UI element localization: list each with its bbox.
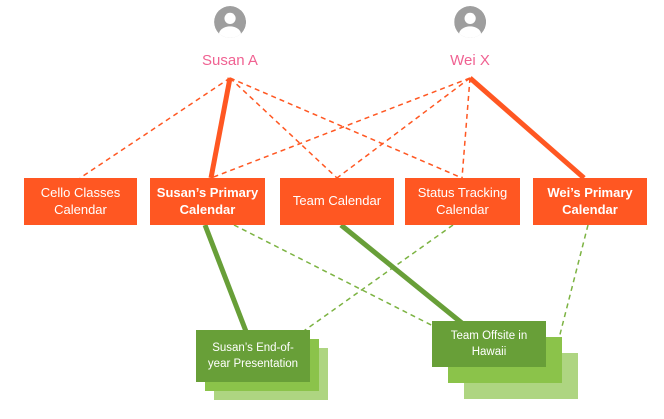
user-name: Wei X (450, 52, 490, 69)
edge-wei-to-susan_primary_t (210, 77, 471, 179)
edge-susan_primary_b-to-susan_event_t (202, 224, 250, 335)
person-avatar-icon (453, 6, 486, 38)
edge-susan_primary_b2-to-team_offsite_c (233, 224, 448, 334)
edge-team_b-to-team_offsite_l (339, 223, 470, 330)
calendar-box-weis-primary: Wei’s Primary Calendar (533, 178, 647, 225)
edge-status_b-to-susan_event_tr (300, 224, 454, 334)
person-avatar-icon (213, 6, 246, 38)
event-box-team-offsite: Team Offsite in Hawaii (432, 321, 546, 367)
edge-susan-to-susan_primary_t (208, 77, 233, 179)
user-susan: Susan A (202, 6, 258, 69)
calendar-box-susans-primary: Susan’s Primary Calendar (150, 178, 265, 225)
edge-susan-to-cello_t (79, 77, 231, 179)
edge-wei-to-team_t (336, 77, 471, 179)
user-wei: Wei X (450, 6, 490, 69)
edge-wei-to-status_t (461, 77, 471, 179)
calendar-box-cello-classes: Cello Classes Calendar (24, 178, 137, 225)
calendar-box-status-tracking: Status Tracking Calendar (405, 178, 520, 225)
edge-susan-to-status_t (229, 77, 463, 179)
calendar-box-team: Team Calendar (280, 178, 394, 225)
edge-wei-to-wei_primary_t (468, 76, 586, 180)
edge-susan-to-team_t (229, 77, 338, 179)
edge-wei_primary_b-to-team_offsite_r (555, 224, 589, 351)
event-box-susans-presentation: Susan’s End-of-year Presentation (196, 330, 310, 382)
user-name: Susan A (202, 52, 258, 69)
